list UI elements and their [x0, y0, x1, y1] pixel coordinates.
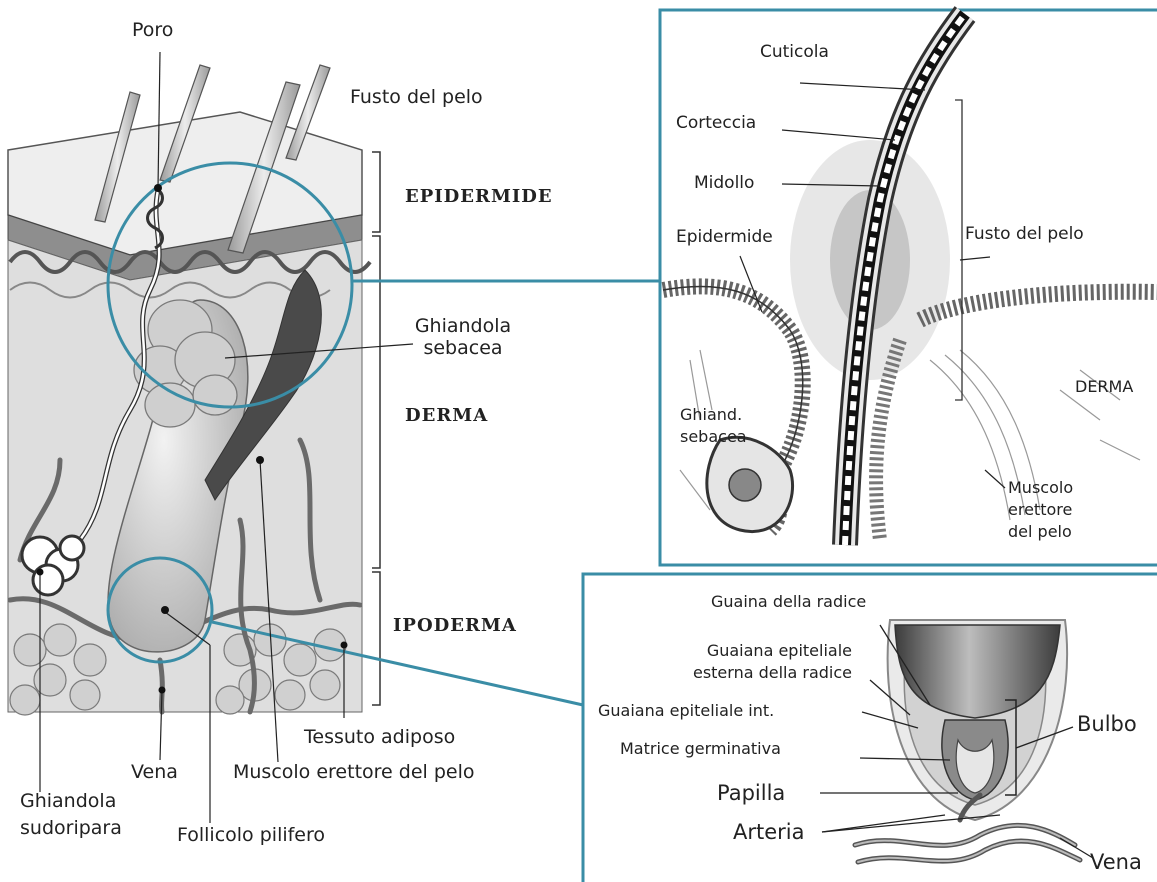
label-poro: Poro	[132, 20, 173, 42]
label-epidermide-inset: Epidermide	[676, 228, 773, 248]
layer-brackets	[372, 152, 380, 705]
label-guaiana-esterna-line2: esterna della radice	[606, 664, 852, 682]
label-cuticola: Cuticola	[760, 43, 829, 63]
label-ghiandola-sudoripara-line1: Ghiandola	[20, 791, 116, 813]
label-fusto-del-pelo: Fusto del pelo	[350, 87, 483, 109]
skin-block	[8, 65, 370, 715]
label-muscolo-erettore: Muscolo erettore del pelo	[233, 762, 475, 784]
label-follicolo-pilifero: Follicolo pilifero	[177, 825, 325, 847]
label-derma-inset: DERMA	[1075, 378, 1133, 396]
label-fusto-del-pelo-inset: Fusto del pelo	[965, 225, 1084, 245]
label-matrice-germinativa: Matrice germinativa	[620, 740, 781, 758]
label-layer-derma: DERMA	[405, 406, 488, 427]
label-ghiandola-sudoripara-line2: sudoripara	[20, 818, 122, 840]
label-guaina-della-radice: Guaina della radice	[711, 593, 866, 611]
top-inset	[660, 10, 1157, 565]
label-papilla: Papilla	[717, 781, 785, 805]
label-ghiand-line1: Ghiand.	[680, 406, 742, 424]
label-bulbo: Bulbo	[1077, 712, 1137, 736]
label-guaiana-int: Guaiana epiteliale int.	[598, 702, 774, 720]
label-muscolo-inset-line2: erettore	[1008, 501, 1072, 519]
label-midollo: Midollo	[694, 174, 754, 194]
label-vena: Vena	[131, 762, 178, 784]
label-ghiand-line2: sebacea	[680, 428, 747, 446]
label-muscolo-inset-line3: del pelo	[1008, 523, 1072, 541]
label-arteria: Arteria	[733, 820, 805, 844]
label-layer-ipoderma: IPODERMA	[393, 616, 517, 637]
label-ghiandola-sebacea-line1: Ghiandola	[408, 316, 518, 338]
label-guaiana-esterna-line1: Guaiana epiteliale	[606, 642, 852, 660]
label-tessuto-adiposo: Tessuto adiposo	[304, 727, 455, 749]
label-vena-inset: Vena	[1090, 850, 1142, 874]
label-corteccia: Corteccia	[676, 114, 756, 134]
label-layer-epidermide: EPIDERMIDE	[405, 187, 553, 208]
label-ghiandola-sebacea-line2: sebacea	[408, 338, 518, 360]
label-muscolo-inset-line1: Muscolo	[1008, 479, 1073, 497]
